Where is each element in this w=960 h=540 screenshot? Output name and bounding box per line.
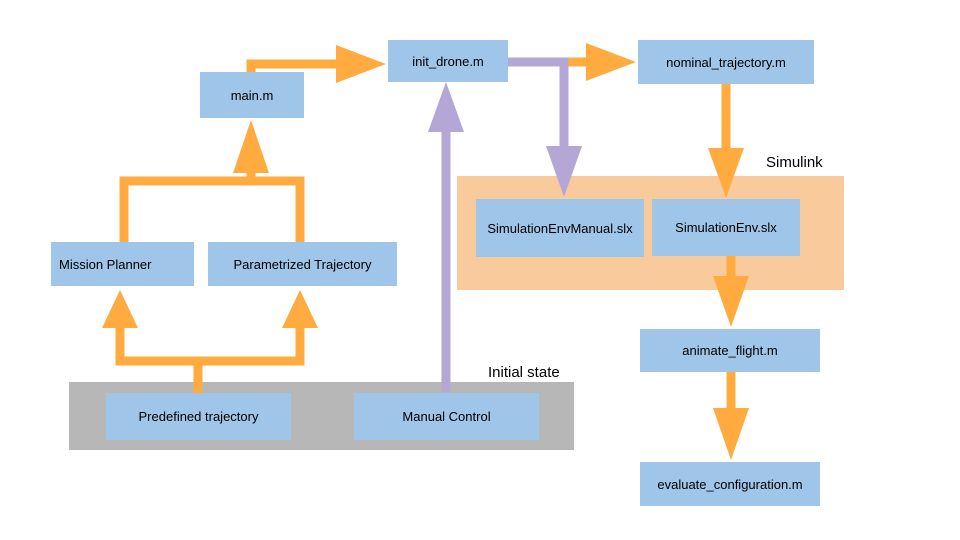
purple-connectors <box>441 57 569 392</box>
edge-main-to-init-drone <box>246 59 338 72</box>
node-nominal-trajectory: nominal_trajectory.m <box>638 40 814 84</box>
orange-arrowheads <box>102 43 749 460</box>
edge-mission-planner-to-main <box>119 171 256 242</box>
arrowhead-to-animate <box>713 276 749 327</box>
edge-parametrized-to-main <box>251 176 305 242</box>
arrowhead-to-simenv-manual <box>546 146 582 197</box>
purple-arrowheads <box>428 82 582 197</box>
edge-predefined-to-parametrized <box>198 326 305 366</box>
node-manual-control: Manual Control <box>354 393 539 440</box>
node-mission-planner: Mission Planner <box>51 242 194 286</box>
arrowhead-to-init-drone <box>336 45 386 83</box>
node-parametrized-trajectory: Parametrized Trajectory <box>208 242 397 286</box>
node-init-drone: init_drone.m <box>388 40 508 82</box>
edge-predefined-to-planners <box>115 326 203 393</box>
arrowhead-to-main <box>233 120 269 173</box>
arrowhead-to-evaluate <box>713 408 749 460</box>
arrowhead-to-mission-planner <box>102 290 138 328</box>
arrowhead-to-parametrized <box>282 290 318 328</box>
node-predefined-trajectory: Predefined trajectory <box>106 393 291 440</box>
node-animate-flight: animate_flight.m <box>640 329 820 372</box>
arrowhead-to-simenv <box>708 148 744 198</box>
edge-init-drone-to-simenv-manual <box>508 57 569 148</box>
simulink-label: Simulink <box>766 154 823 171</box>
initial-state-label: Initial state <box>488 364 560 381</box>
node-main: main.m <box>200 72 304 118</box>
arrowhead-to-nominal <box>586 43 636 81</box>
node-simulation-env: SimulationEnv.slx <box>652 199 800 256</box>
node-simulation-env-manual: SimulationEnvManual.slx <box>476 199 644 257</box>
node-evaluate-configuration: evaluate_configuration.m <box>640 462 820 506</box>
arrowhead-to-init-drone-purple <box>428 82 464 132</box>
